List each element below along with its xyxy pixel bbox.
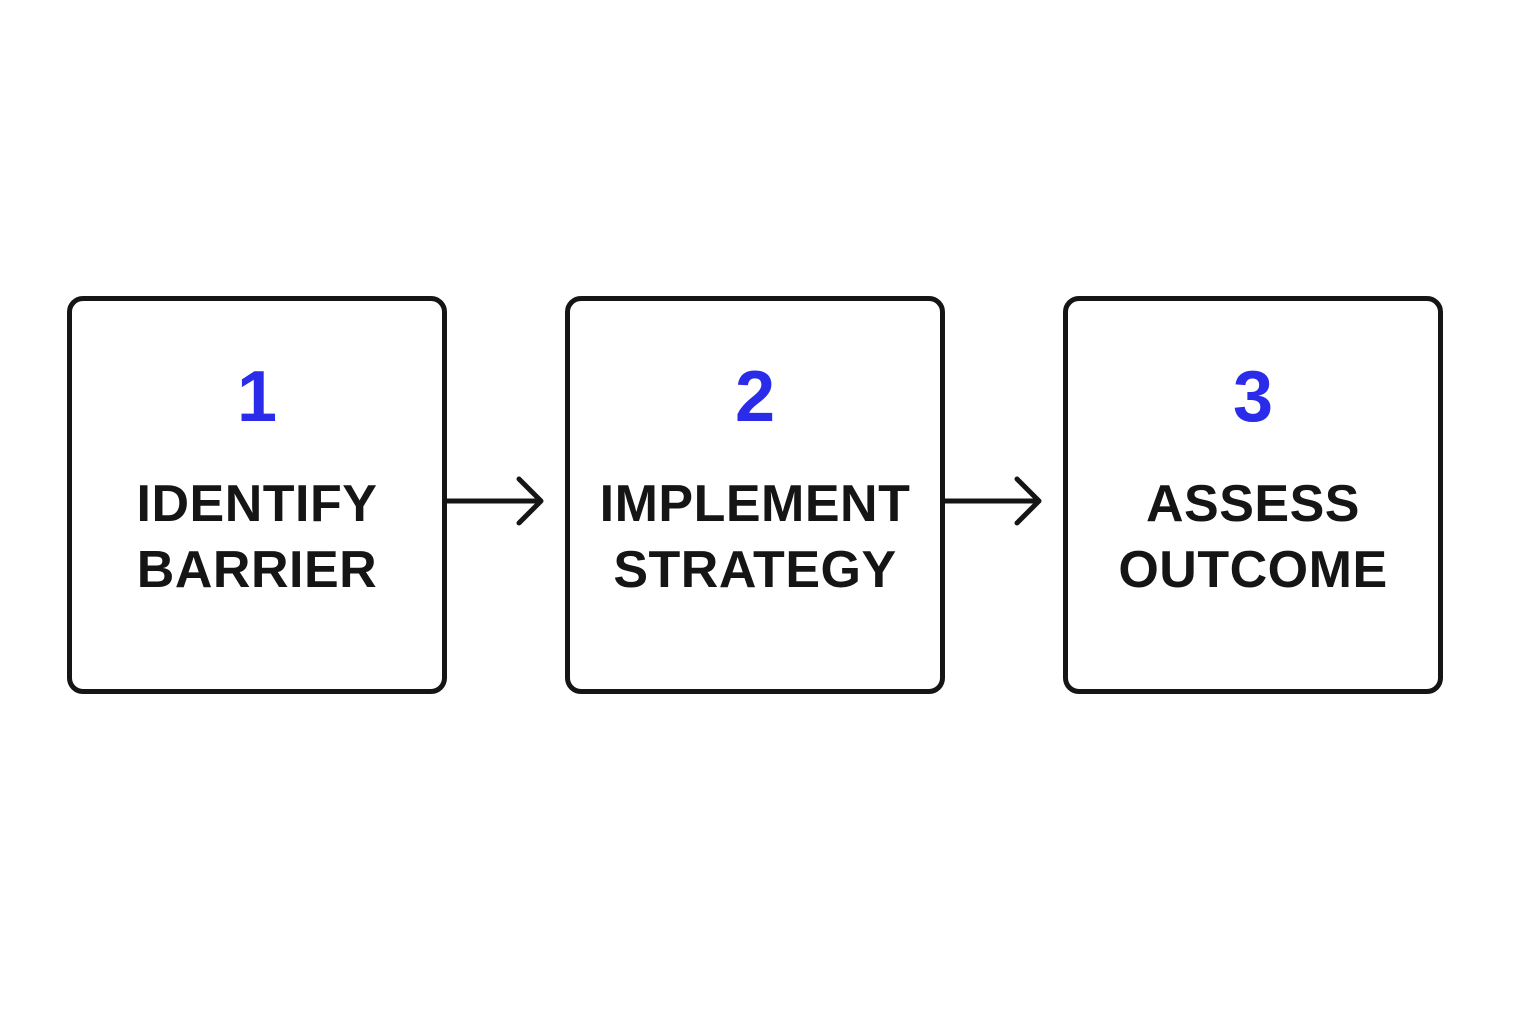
step-label-line: IDENTIFY (136, 475, 378, 533)
step-label: IMPLEMENT STRATEGY (570, 471, 940, 603)
step-box-implement-strategy: 2 IMPLEMENT STRATEGY (565, 296, 945, 694)
step-number: 3 (1232, 357, 1274, 437)
step-label-line: ASSESS (1146, 475, 1360, 533)
step-label: IDENTIFY BARRIER (72, 471, 442, 603)
step-label-line: IMPLEMENT (599, 475, 911, 533)
step-box-identify-barrier: 1 IDENTIFY BARRIER (67, 296, 447, 694)
step-label-line: OUTCOME (1118, 541, 1388, 599)
arrow-right-icon (945, 476, 1042, 526)
arrow-right-icon (447, 476, 544, 526)
step-label: ASSESS OUTCOME (1068, 471, 1438, 603)
step-number: 2 (734, 357, 776, 437)
step-number: 1 (236, 357, 278, 437)
step-box-assess-outcome: 3 ASSESS OUTCOME (1063, 296, 1443, 694)
step-label-line: STRATEGY (613, 541, 897, 599)
step-label-line: BARRIER (136, 541, 378, 599)
